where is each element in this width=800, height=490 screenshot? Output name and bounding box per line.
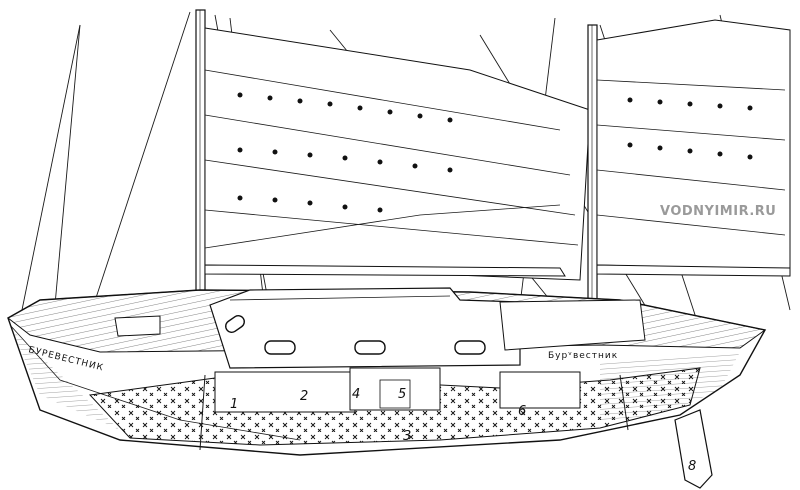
callout-6: 6 [518,404,526,419]
main-sail [204,27,591,281]
interior-cutaway [88,367,701,451]
booms [204,264,791,277]
callout-5: 5 [398,387,406,402]
callout-4: 4 [352,387,360,402]
callout-2: 2 [300,389,308,404]
callout-1: 1 [230,397,238,412]
watermark: VODNYIMIR.RU [660,204,776,219]
cabin-house [114,287,646,369]
callouts: 1 2 3 4 5 6 8 [230,387,696,474]
mizzen-sail [596,19,791,271]
callout-3: 3 [403,429,411,444]
rudder [674,409,713,489]
callout-8: 8 [688,459,696,474]
hull-name-cabin: Бурᵛвестник [548,351,618,361]
mizzen-mast [587,24,598,331]
main-mast [195,9,206,311]
